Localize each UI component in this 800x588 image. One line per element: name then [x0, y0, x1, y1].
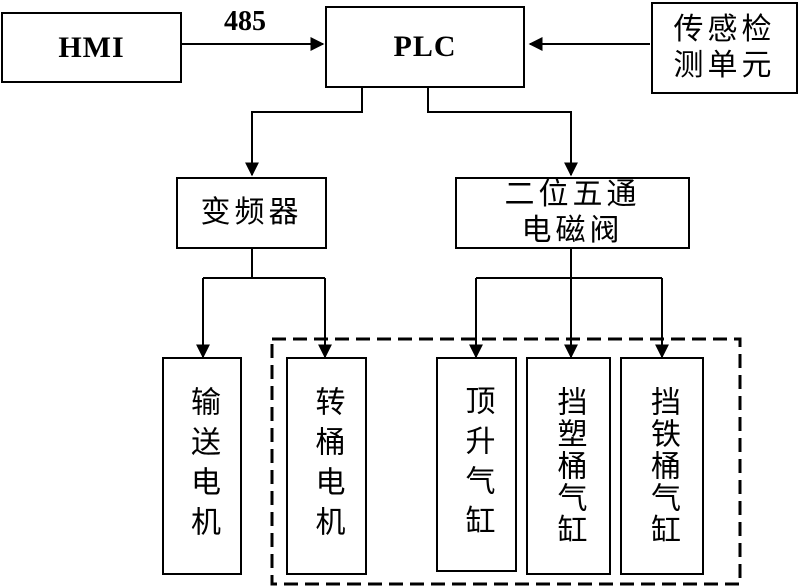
- lift-cylinder-box: 顶升气缸: [436, 357, 517, 572]
- sensor-unit-label: 传感检 测单元: [673, 12, 776, 83]
- plc-to-inverter-arrow: [245, 87, 363, 177]
- iron-stop-cylinder-box: 挡铁桶气缸: [620, 357, 704, 575]
- hmi-box: HMI: [1, 12, 182, 83]
- plastic-stop-cylinder-box: 挡塑桶气缸: [526, 357, 611, 575]
- link-485-label: 485: [224, 6, 266, 37]
- drum-motor-label: 转桶电机: [309, 386, 345, 546]
- conveyor-motor-label: 输送电机: [185, 386, 220, 546]
- plc-box: PLC: [325, 6, 525, 88]
- sensor-unit-box: 传感检 测单元: [651, 2, 798, 94]
- plastic-stop-cylinder-label: 挡塑桶气缸: [551, 386, 587, 546]
- plc-to-valve-arrow: [427, 87, 578, 177]
- hmi-label: HMI: [58, 30, 125, 64]
- solenoid-valve-box: 二位五通 电磁阀: [455, 177, 690, 249]
- pneumatic-group-dashed-border: [270, 337, 742, 586]
- inverter-box: 变频器: [176, 177, 327, 249]
- iron-stop-cylinder-label: 挡铁桶气缸: [645, 386, 680, 546]
- plc-label: PLC: [393, 30, 457, 63]
- lift-cylinder-label: 顶升气缸: [459, 384, 495, 545]
- inverter-label: 变频器: [200, 195, 303, 230]
- drum-motor-box: 转桶电机: [286, 357, 367, 575]
- conveyor-motor-box: 输送电机: [162, 357, 242, 575]
- solenoid-valve-label: 二位五通 电磁阀: [504, 177, 641, 248]
